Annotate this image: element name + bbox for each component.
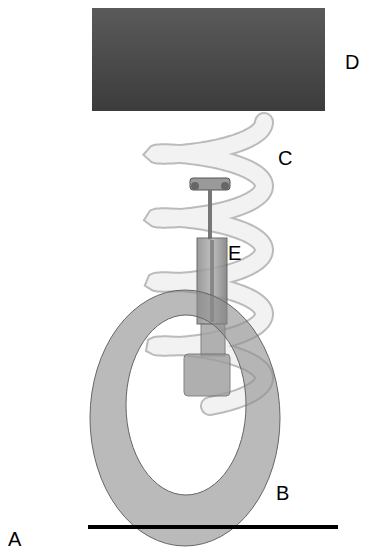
damper bbox=[184, 178, 230, 396]
part-letter: E bbox=[228, 243, 241, 263]
part-letter: C bbox=[278, 148, 292, 168]
part-letter: A bbox=[8, 529, 21, 549]
part-letter: D bbox=[345, 52, 359, 72]
ground-line bbox=[88, 525, 338, 529]
sprung-mass bbox=[92, 8, 325, 111]
tire bbox=[90, 290, 280, 546]
part-letter: B bbox=[276, 483, 289, 503]
